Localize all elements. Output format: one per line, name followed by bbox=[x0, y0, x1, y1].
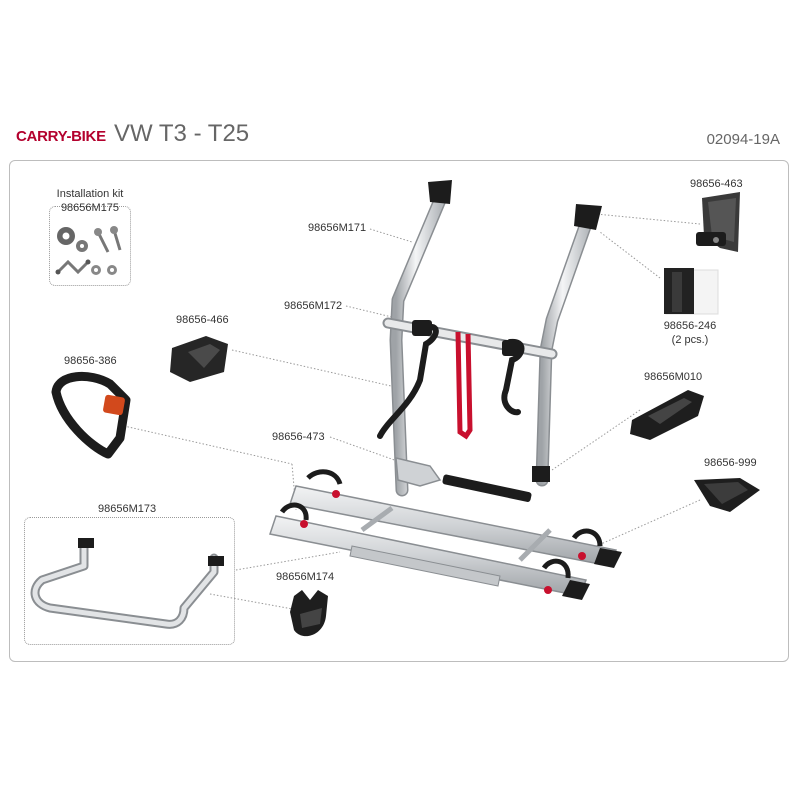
screw-icon bbox=[94, 226, 122, 253]
part-98656M174 bbox=[290, 590, 328, 637]
label-98656-999: 98656-999 bbox=[704, 457, 757, 469]
part-98656-466 bbox=[170, 336, 228, 382]
diagram-frame bbox=[9, 160, 789, 662]
label-98656M010: 98656M010 bbox=[644, 371, 703, 383]
label-98656-246-note: (2 pcs.) bbox=[671, 334, 709, 346]
leader-lines bbox=[123, 213, 701, 611]
chain-icon bbox=[55, 259, 91, 275]
label-98656-473: 98656-473 bbox=[272, 431, 325, 443]
bike-carrier-assembly bbox=[269, 180, 622, 600]
part-98656-246 bbox=[664, 268, 719, 315]
nut-icon bbox=[91, 265, 117, 275]
model-title: VW T3 - T25 bbox=[114, 120, 250, 147]
brand-title: CARRY-BIKE bbox=[16, 128, 106, 145]
label-98656-246: 98656-246 bbox=[663, 320, 717, 332]
part-98656-386 bbox=[51, 371, 131, 459]
part-98656-999 bbox=[694, 478, 760, 512]
gear-icon bbox=[57, 227, 88, 252]
installation-kit-icons bbox=[55, 226, 122, 275]
installation-kit-box bbox=[49, 206, 131, 286]
label-98656-466: 98656-466 bbox=[176, 314, 229, 326]
label-98656M174: 98656M174 bbox=[276, 571, 335, 583]
label-98656-463: 98656-463 bbox=[690, 178, 743, 190]
part-98656-463 bbox=[696, 192, 740, 252]
part-98656M010 bbox=[630, 390, 704, 440]
catalog-code: 02094-19A bbox=[706, 131, 780, 148]
frame-part-box bbox=[24, 517, 235, 645]
kit-title: Installation kit bbox=[56, 188, 124, 200]
kit-part-number: 98656M175 bbox=[60, 202, 120, 214]
label-98656M171: 98656M171 bbox=[308, 222, 367, 234]
label-98656M172: 98656M172 bbox=[284, 300, 343, 312]
label-98656M173: 98656M173 bbox=[98, 503, 157, 515]
label-98656-386: 98656-386 bbox=[64, 355, 117, 367]
part-98656M173 bbox=[30, 538, 224, 629]
